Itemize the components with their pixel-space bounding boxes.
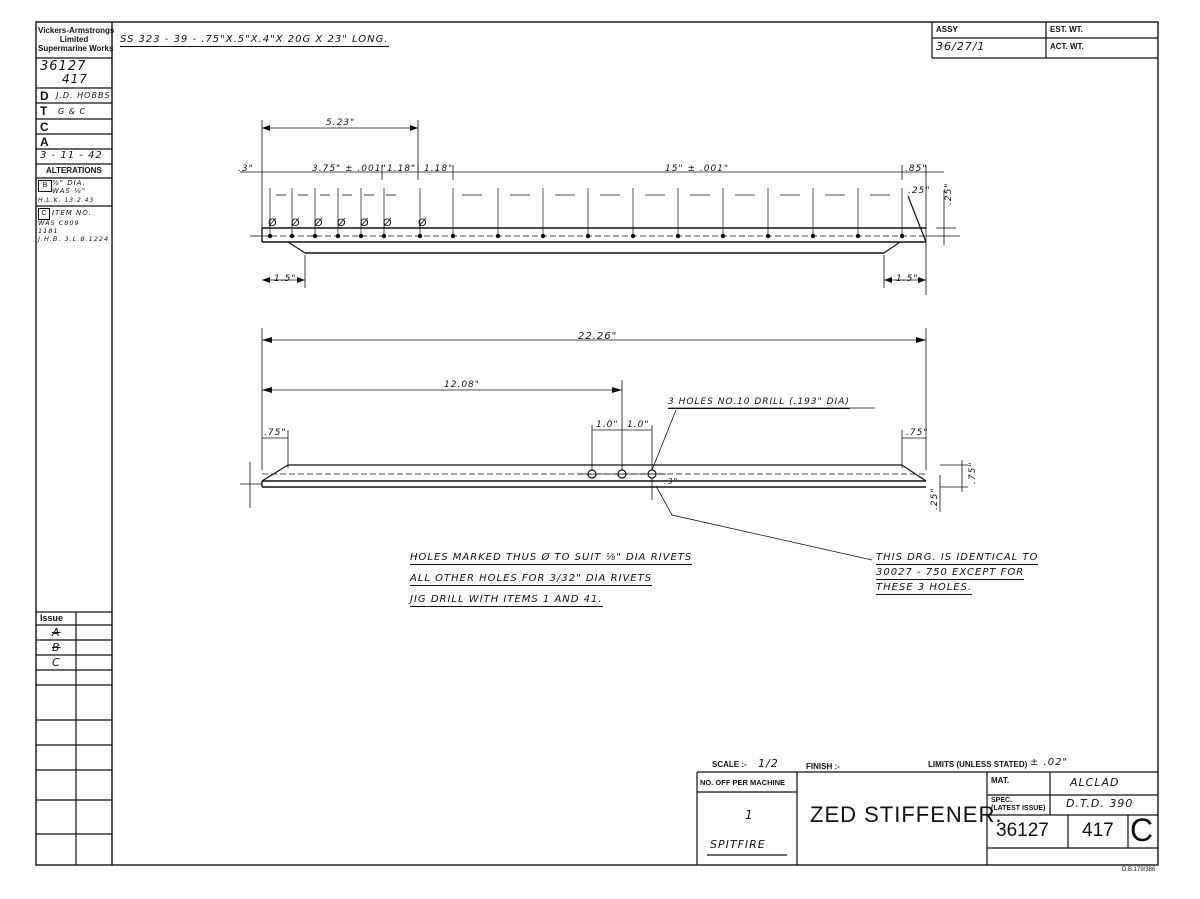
- alteration-c-line-1: ITEM NO.: [52, 209, 92, 217]
- row-letter-a: A: [40, 135, 49, 149]
- alteration-c-detail: WAS C809 1181 J.H.B. 3.L.8.1224: [38, 219, 109, 243]
- dim-1-5-left: 1.5": [274, 274, 297, 284]
- alteration-b-box: B: [38, 180, 52, 192]
- dim-0-75-right: .75": [906, 428, 929, 438]
- hole-mark-6: Ø: [383, 217, 392, 229]
- dim-5-23: 5.23": [326, 118, 356, 128]
- row-value-d: J.D. HOBBS: [56, 91, 111, 100]
- assy-value: 36/27/1: [936, 40, 986, 53]
- spec-value: D.T.D. 390: [1066, 797, 1134, 810]
- dim-1-0-a: 1.0": [596, 420, 619, 430]
- corner-code: D.B.179/386: [1122, 867, 1156, 873]
- title-drawing-number: 36127: [996, 820, 1049, 841]
- alteration-b-line-2: WAS ⅛": [52, 187, 87, 195]
- spec-label-line-1: Spec.: [991, 797, 1013, 804]
- dim-0-3: .3": [238, 164, 254, 174]
- alteration-b-initials: H.L.K. 13.2.43: [38, 197, 95, 204]
- row-letter-t: T: [40, 104, 48, 118]
- dim-1-18-b: 1.18": [424, 164, 454, 174]
- dim-0-75-vertical: .75": [968, 461, 978, 484]
- drawing-number-top: 36127: [40, 59, 87, 74]
- company-line-2: Limited: [59, 35, 89, 44]
- alteration-c-letter: C: [41, 210, 47, 217]
- dim-1-5-right: 1.5": [896, 274, 919, 284]
- aircraft-name: SPITFIRE: [710, 838, 766, 851]
- spec-label-line-2: (Latest Issue): [991, 805, 1046, 812]
- dim-0-25-a: .25": [908, 186, 931, 196]
- alteration-c-line-3: 1181: [38, 227, 59, 235]
- issue-b: B: [52, 641, 61, 654]
- alteration-c-line-4: J.H.B. 3.L.8.1224: [38, 235, 110, 243]
- spec-label: Spec. (Latest Issue): [991, 797, 1045, 813]
- alteration-b-note: ⅜" DIA. WAS ⅛": [52, 179, 86, 195]
- no-off-value: 1: [745, 808, 754, 822]
- est-wt-label: Est. Wt.: [1050, 25, 1083, 34]
- limits-label: Limits (Unless Stated): [928, 760, 1028, 769]
- dim-1-18-a: 1.18": [387, 164, 417, 174]
- hole-mark-2: Ø: [291, 217, 300, 229]
- hole-mark-4: Ø: [337, 217, 346, 229]
- dim-0-75-left: .75": [264, 428, 287, 438]
- hole-mark-3: Ø: [314, 217, 323, 229]
- hole-mark-5: Ø: [360, 217, 369, 229]
- identical-note-2: 30027 - 750 EXCEPT FOR: [876, 567, 1025, 580]
- identical-note-1: THIS DRG. IS IDENTICAL TO: [876, 552, 1039, 565]
- alterations-label: Alterations: [46, 166, 102, 175]
- row-letter-c: C: [40, 120, 49, 134]
- assy-label: Assy: [936, 25, 958, 34]
- mat-value: ALCLAD: [1070, 776, 1120, 789]
- row-value-t: G & C: [58, 107, 87, 116]
- alteration-c-line-2: WAS C809: [38, 219, 80, 227]
- row-letter-d: D: [40, 89, 49, 103]
- drawing-title: ZED STIFFENER.: [810, 802, 1003, 827]
- note-line-3: JIG DRILL WITH ITEMS 1 AND 41.: [410, 594, 603, 607]
- title-sheet-number: 417: [1082, 820, 1114, 841]
- scale-label: Scale :-: [712, 760, 747, 769]
- act-wt-label: Act. Wt.: [1050, 42, 1084, 51]
- drawing-number-bottom: 417: [62, 72, 88, 86]
- alteration-b-letter: B: [42, 182, 48, 189]
- dim-0-85: .85": [905, 164, 928, 174]
- title-issue-letter: C: [1130, 812, 1154, 848]
- note-line-2: ALL OTHER HOLES FOR 3/32" DIA RIVETS: [410, 573, 653, 586]
- dim-3-75: 3.75" ± .001": [312, 164, 387, 174]
- dim-0-25-b: .25": [944, 182, 954, 205]
- alteration-c-box: C: [38, 208, 50, 220]
- dim-1-0-b: 1.0": [627, 420, 650, 430]
- hole-mark-1: Ø: [268, 217, 277, 229]
- material-spec: SS 323 - 39 - .75"X.5"X.4"X 20G X 23" LO…: [120, 34, 389, 47]
- scale-value: 1/2: [758, 757, 779, 770]
- dim-0-25-vertical: .25": [930, 487, 940, 510]
- dim-12-08: 12.08": [444, 380, 480, 390]
- mat-label: Mat.: [991, 776, 1010, 785]
- hole-mark-7: Ø: [418, 217, 427, 229]
- alteration-c-note: ITEM NO.: [52, 209, 92, 217]
- identical-note-3: THESE 3 HOLES.: [876, 582, 973, 595]
- hole-note: 3 HOLES NO.10 DRILL (.193" DIA): [668, 397, 850, 409]
- note-line-1: HOLES MARKED THUS Ø TO SUIT ⅛" DIA RIVET…: [410, 552, 693, 565]
- dim-22-26: 22.26": [578, 331, 618, 342]
- dim-0-3-vertical: .3": [664, 477, 679, 486]
- issue-a: A: [52, 626, 61, 639]
- finish-label: Finish :-: [806, 762, 840, 771]
- limits-value: ± .02": [1030, 757, 1069, 768]
- company-line-3: Supermarine Works: [38, 44, 114, 53]
- company-line-1: Vickers-Armstrongs: [38, 26, 115, 35]
- issue-label: Issue: [40, 613, 64, 623]
- drawing-date: 3 - 11 - 42: [40, 150, 103, 161]
- no-off-label: No. Off Per Machine: [700, 778, 786, 787]
- dim-15: 15" ± .001": [665, 164, 730, 174]
- company-name: Vickers-Armstrongs Limited Supermarine W…: [38, 26, 115, 53]
- issue-c: C: [52, 656, 61, 669]
- alteration-b-line-1: ⅜" DIA.: [52, 179, 86, 187]
